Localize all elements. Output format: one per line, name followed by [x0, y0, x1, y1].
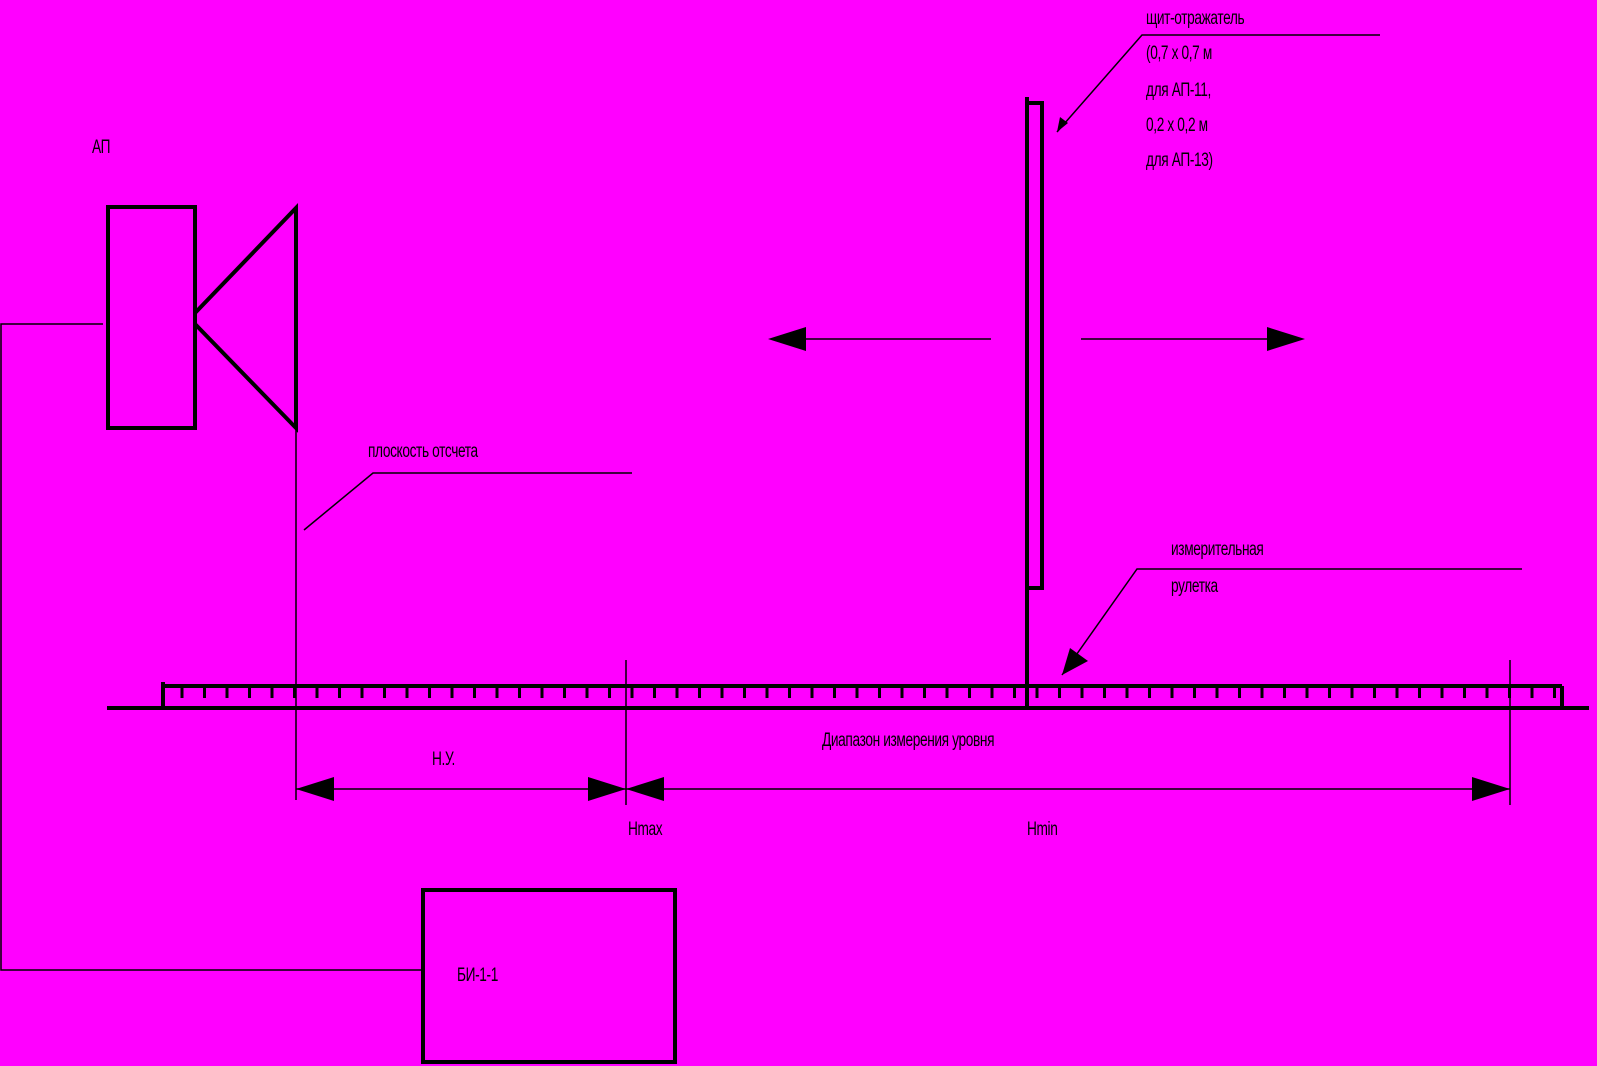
reflector-leader — [1056, 34, 1380, 133]
arrow-right-head — [1267, 327, 1305, 351]
dead-zone-label: Н.У. — [432, 749, 455, 770]
reflector-leader-arrowhead — [1057, 117, 1068, 132]
unit-box — [421, 888, 677, 1064]
tape-ticks — [180, 686, 1556, 698]
arrow-left-head — [768, 327, 806, 351]
reference-plane-label: плоскость отсчета — [368, 441, 478, 462]
tape-leader-arrowhead — [1062, 648, 1088, 675]
cable-line — [0, 323, 421, 971]
reflector-panel — [1025, 101, 1044, 590]
device-body — [106, 205, 197, 430]
hmin-label: Hmin — [1027, 819, 1058, 840]
tape-label-line2: рулетка — [1171, 576, 1218, 597]
hmax-label: Hmax — [628, 819, 663, 840]
range-label: Диапазон измерения уровня — [822, 730, 995, 751]
reflector-label-line1: щит-отражатель — [1146, 8, 1245, 29]
reflector-label-line3: для АП-11, — [1146, 80, 1211, 101]
device-label: АП — [92, 137, 111, 158]
range-arrow-left — [626, 777, 664, 801]
tape-leader — [1061, 568, 1522, 676]
dead-zone-arrow-right — [588, 777, 626, 801]
range-arrow-right — [1472, 777, 1510, 801]
horn-antenna — [193, 203, 298, 433]
reflector-label-line5: для АП-13) — [1146, 150, 1213, 171]
reflector-label-line2: (0,7 х 0,7 м — [1146, 43, 1212, 64]
unit-label: БИ-1-1 — [457, 965, 498, 986]
reference-plane-leader — [303, 472, 632, 531]
reflector-label-line4: 0,2 х 0,2 м — [1146, 115, 1208, 136]
tape-label-line1: измерительная — [1171, 539, 1264, 560]
dead-zone-arrow-left — [296, 777, 334, 801]
